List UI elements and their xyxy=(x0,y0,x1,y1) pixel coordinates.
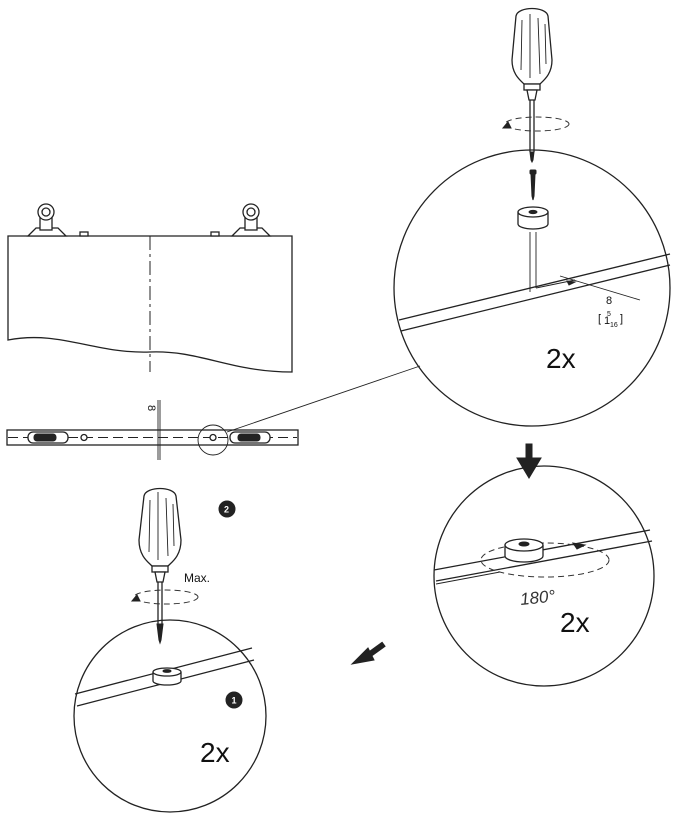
svg-text:2: 2 xyxy=(224,505,229,515)
rotation-arrow-icon xyxy=(130,589,199,605)
quantity-label-middle: 2x xyxy=(560,607,590,638)
hinge-icon xyxy=(230,203,272,237)
cam-lock-icon xyxy=(517,206,549,230)
detail-circle-bottom xyxy=(73,619,267,813)
svg-text:1: 1 xyxy=(232,696,237,706)
magnifier-connector xyxy=(226,365,421,433)
arrow-down-icon xyxy=(516,443,542,479)
dimension-inch-label: [ xyxy=(598,313,601,325)
cam-lock-icon xyxy=(504,538,544,563)
cabinet-edge-strip xyxy=(6,400,299,460)
rotation-arrow-icon xyxy=(501,116,570,132)
dimension-inch-den: 16 xyxy=(610,322,618,329)
rotation-label: 180° xyxy=(519,586,556,609)
dimension-inch-whole: 1 xyxy=(604,315,610,327)
dimension-label-detail: 8 xyxy=(606,295,612,307)
magnifier-circle xyxy=(197,424,229,456)
quantity-label-top: 2x xyxy=(546,343,576,374)
detail-circle-middle xyxy=(433,465,655,687)
detail-circle-top xyxy=(393,149,671,427)
arrow-down-left-icon xyxy=(350,641,386,665)
dimension-inch-num: 5 xyxy=(607,311,611,318)
max-label: Max. xyxy=(184,571,210,585)
screwdriver-icon xyxy=(138,487,182,645)
screw-icon xyxy=(529,169,537,201)
cabinet-panel xyxy=(7,231,293,373)
screwdriver-icon xyxy=(511,7,553,164)
dimension-inch-close: ] xyxy=(620,313,623,325)
hinge-icon xyxy=(26,203,68,237)
dimension-label-main: 8 xyxy=(145,405,157,411)
quantity-label-bottom: 2x xyxy=(200,737,230,768)
rotation-arrow-icon xyxy=(480,542,610,578)
step-badge-2: 2 xyxy=(218,500,236,518)
step-badge-1: 1 xyxy=(225,691,243,709)
cam-lock-icon xyxy=(152,667,182,686)
